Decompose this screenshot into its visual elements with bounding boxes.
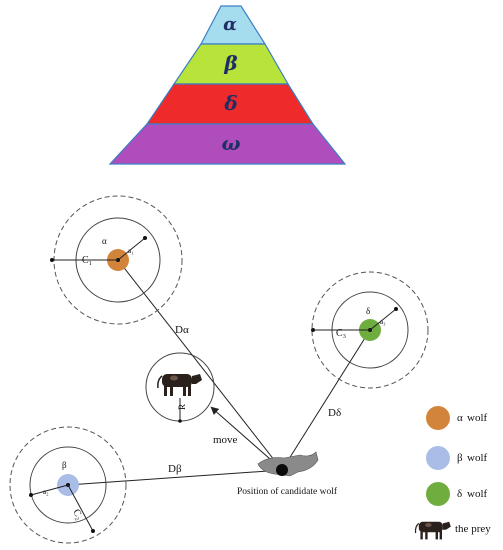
distance-label-alpha: Dα (175, 324, 189, 336)
pyramid-label-beta: β (223, 51, 237, 75)
alpha-a-endpoint (143, 236, 147, 240)
prey-group: R (145, 352, 215, 423)
legend-delta-greek: δ (457, 488, 462, 500)
candidate-wolf: Position of candidate wolf (237, 451, 338, 497)
alpha-wolf-group: C₁ α a₁ (50, 195, 183, 325)
beta-greek-label: β (62, 460, 67, 470)
beta-c-label: C₂ (70, 507, 84, 521)
beta-c-line (67, 484, 94, 532)
delta-wolf-group: C₃ δ a₃ (311, 271, 429, 389)
legend-alpha-swatch (426, 406, 450, 430)
alpha-a-label: a₁ (128, 247, 134, 255)
legend-beta-greek: β (457, 452, 463, 464)
legend: α wolf β wolf δ wolf the prey (414, 406, 491, 541)
delta-c-label: C₃ (336, 328, 346, 339)
hierarchy-pyramid: α β δ ω (108, 5, 347, 165)
prey-radius-endpoint (178, 419, 182, 423)
legend-prey-icon (414, 521, 452, 541)
legend-beta-swatch (426, 446, 450, 470)
beta-a-line (30, 484, 69, 496)
move-label: move (213, 434, 238, 446)
alpha-c-label: C₁ (82, 255, 92, 266)
pyramid-label-alpha: α (223, 14, 237, 35)
delta-a-endpoint (394, 307, 398, 311)
alpha-greek-label: α (102, 236, 107, 246)
distance-line-alpha (117, 259, 283, 471)
beta-c-endpoint (91, 529, 95, 533)
distance-line-beta (67, 469, 283, 486)
move-arrow (210, 406, 279, 467)
beta-a-label: a₂ (43, 488, 49, 496)
distance-label-delta: Dδ (328, 407, 341, 419)
beta-outer-circle (9, 426, 127, 544)
delta-c-endpoint (311, 328, 315, 332)
prey-radius-label: R (177, 404, 187, 410)
beta-a-endpoint (29, 493, 33, 497)
delta-greek-label: δ (366, 306, 370, 316)
legend-alpha-text: wolf (467, 412, 488, 424)
candidate-label: Position of candidate wolf (237, 486, 338, 497)
alpha-a-line (117, 237, 146, 261)
alpha-c-endpoint (50, 258, 54, 262)
delta-a-label: a₃ (380, 318, 386, 326)
pyramid-label-omega: ω (221, 131, 240, 155)
beta-inner-circle (29, 446, 107, 524)
delta-a-line (369, 308, 397, 331)
wolf-icon (257, 451, 319, 477)
legend-beta-text: wolf (467, 452, 488, 464)
delta-outer-circle (311, 271, 429, 389)
pyramid-level-omega (108, 123, 347, 165)
cow-icon (157, 373, 203, 397)
legend-delta-swatch (426, 482, 450, 506)
candidate-position-dot (276, 464, 288, 476)
legend-alpha-greek: α (457, 412, 463, 424)
beta-wolf-group: β a₂ C₂ (9, 426, 127, 544)
distance-label-beta: Dβ (168, 463, 182, 475)
distance-line-delta (281, 329, 371, 471)
pyramid-label-delta: δ (223, 91, 237, 115)
legend-prey-text: the prey (455, 523, 491, 535)
legend-delta-text: wolf (467, 488, 488, 500)
